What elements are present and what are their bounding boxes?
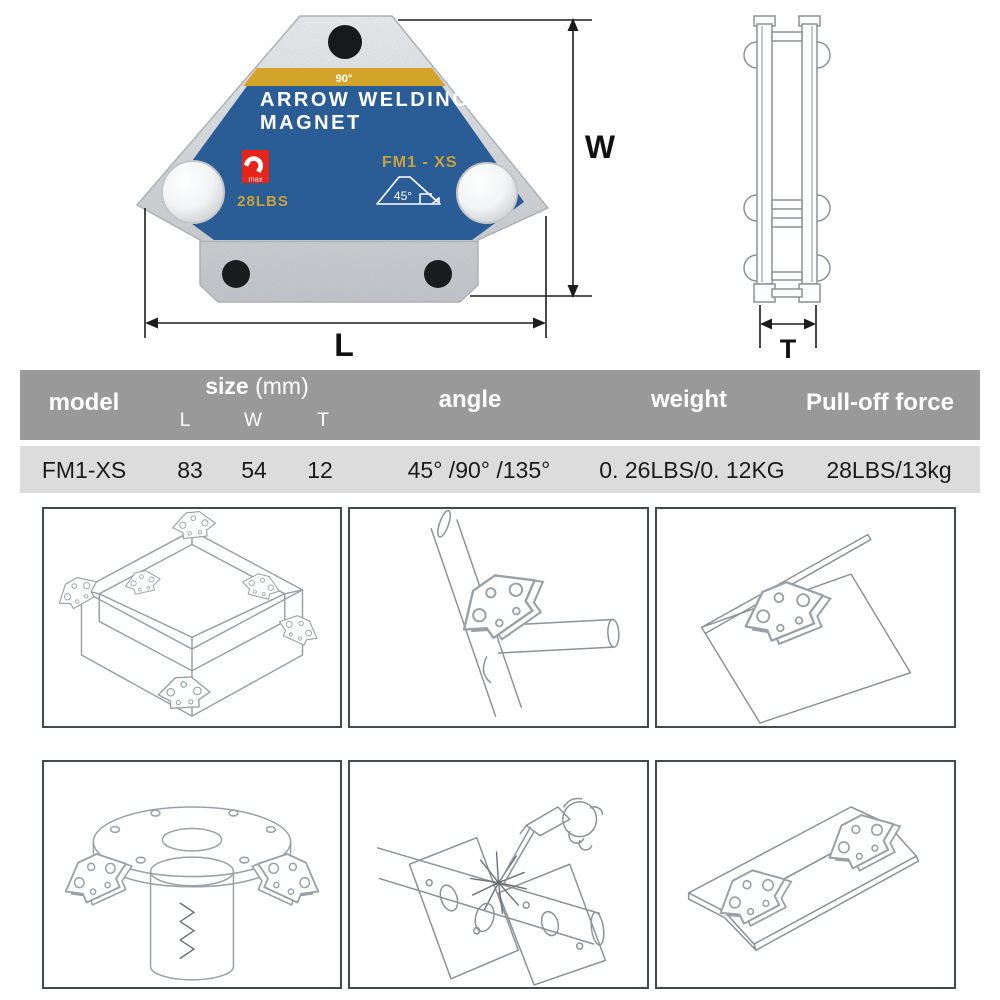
header-sub-t: T xyxy=(317,410,329,431)
header-angle: angle xyxy=(438,386,502,413)
spec-table-row: FM1-XS 83 54 12 45° /90° /135° 0. 26LBS/… xyxy=(20,446,980,493)
usage-panel-box-assembly xyxy=(42,507,342,728)
welding-torch-illustration xyxy=(376,797,607,986)
angle-45-icon xyxy=(376,176,441,205)
dimension-w xyxy=(398,18,592,298)
dimension-drawing: 90° ARROW WELDING MAGNET max 28LBS FM1 -… xyxy=(136,15,831,362)
max-badge-label: max xyxy=(248,175,262,184)
usage-panel-flange-pipe xyxy=(42,760,342,989)
sheet-upright-illustration xyxy=(700,533,912,724)
product-title-line2: MAGNET xyxy=(260,112,362,134)
product-title-line1: ARROW WELDING xyxy=(260,89,470,111)
header-weight: weight xyxy=(651,386,727,413)
cell-size-t: 12 xyxy=(307,457,333,483)
header-size-word: size xyxy=(205,373,249,399)
magnet-pole-right xyxy=(456,162,518,224)
model-label: FM1 - XS xyxy=(382,154,458,171)
blue-face xyxy=(162,86,524,240)
magnet-side-view xyxy=(743,15,831,303)
cell-weight: 0. 26LBS/0. 12KG xyxy=(599,457,785,483)
box-assembly-illustration xyxy=(52,509,323,717)
spec-table-header: model size (mm) L W T angle weight Pull-… xyxy=(20,370,980,440)
spec-table: model size (mm) L W T angle weight Pull-… xyxy=(20,370,980,493)
usage-panel-pipe-joint xyxy=(348,507,649,728)
max-magnet-badge: max xyxy=(242,150,269,184)
header-model: model xyxy=(48,389,120,416)
header-pull-off-force: Pull-off force xyxy=(806,389,954,416)
capacity-label: 28LBS xyxy=(237,193,289,210)
yellow-band xyxy=(243,68,446,86)
pipe-joint-illustration xyxy=(430,509,620,717)
mounting-hole-left xyxy=(222,260,250,288)
dimension-w-label: W xyxy=(585,129,616,165)
header-sub-w: W xyxy=(244,410,262,431)
cell-pull-off-force: 28LBS/13kg xyxy=(826,457,952,483)
magnet-pole-left xyxy=(161,160,225,224)
angle-icon-label: 45° xyxy=(394,189,412,203)
flange-pipe-illustration xyxy=(44,806,340,981)
band-angle-label: 90° xyxy=(336,73,353,85)
dimension-t xyxy=(759,305,817,348)
header-size-unit: (mm) xyxy=(255,373,309,399)
cell-size-l: 83 xyxy=(177,457,203,483)
horseshoe-magnet-icon xyxy=(243,156,263,173)
usage-panel-sheet-upright xyxy=(655,507,956,728)
cell-size-w: 54 xyxy=(241,457,267,483)
usage-panel-welding-torch xyxy=(348,760,649,989)
header-sub-l: L xyxy=(179,410,191,431)
header-size: size (mm) xyxy=(177,373,337,400)
magnet-front-view: 90° ARROW WELDING MAGNET max 28LBS FM1 -… xyxy=(136,15,549,303)
dimension-l-label: L xyxy=(334,327,354,362)
mounting-hole-top xyxy=(328,25,362,59)
usage-panel-angle-iron xyxy=(655,760,956,989)
angle-iron-illustration xyxy=(687,762,920,951)
dimension-t-label: T xyxy=(780,334,797,362)
dimension-l xyxy=(144,208,547,338)
cell-model: FM1-XS xyxy=(41,457,127,483)
cell-angle: 45° /90° /135° xyxy=(407,457,551,483)
mounting-hole-right xyxy=(424,260,452,288)
